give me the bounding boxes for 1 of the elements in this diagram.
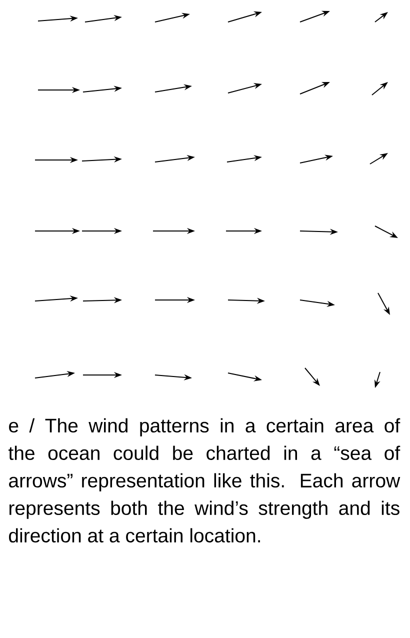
caption: e / The wind patterns in a certain area of the ocean could be charted in a “sea of arrows” representation like this. Each arrow represents both the wind’s strength and its direction at a certain location. — [8, 418, 400, 542]
